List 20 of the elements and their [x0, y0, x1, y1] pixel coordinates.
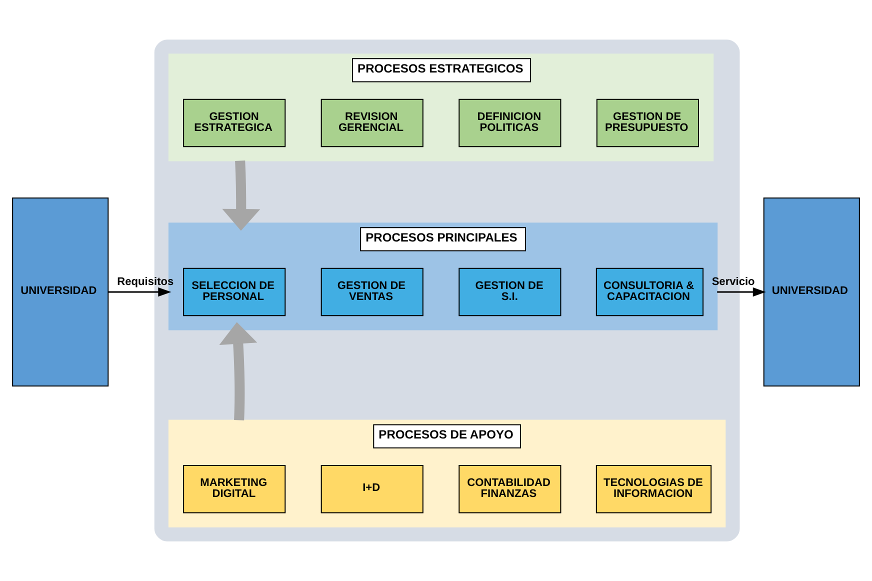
node-box: GESTION DE S.I. [458, 268, 562, 316]
arrow [717, 287, 766, 297]
arrow [219, 322, 258, 420]
node-box: GESTION DE VENTAS [320, 268, 424, 316]
edge-label: Requisitos [117, 276, 174, 288]
node-box: I+D [320, 465, 424, 514]
node-box: CONTABILIDAD FINANZAS [458, 465, 562, 514]
node-box: UNIVERSIDAD [12, 197, 109, 387]
node-box: REVISION GERENCIAL [320, 98, 424, 148]
node-box: GESTION ESTRATEGICA [183, 98, 286, 148]
arrow [222, 160, 260, 231]
node-box: CONSULTORIA & CAPACITACION [596, 268, 704, 316]
node-box: TECNOLOGIAS DE INFORMACION [596, 465, 712, 514]
node-box: UNIVERSIDAD [763, 197, 860, 387]
node-box: DEFINICION POLITICAS [458, 98, 562, 148]
node-box: SELECCION DE PERSONAL [183, 268, 286, 316]
node-box: MARKETING DIGITAL [183, 465, 286, 514]
arrow [108, 287, 172, 297]
edge-label: Servicio [712, 276, 755, 288]
node-box: GESTION DE PRESUPUESTO [596, 98, 699, 148]
